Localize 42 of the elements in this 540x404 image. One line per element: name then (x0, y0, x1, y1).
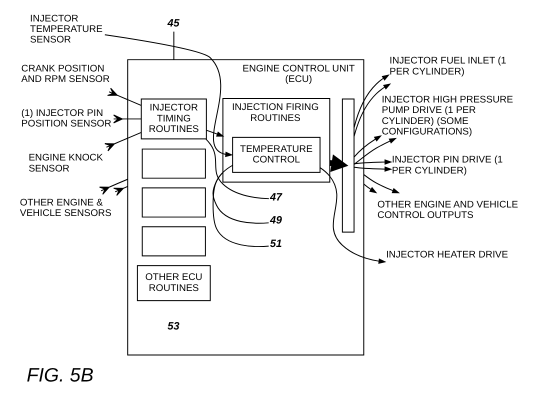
node-box (141, 148, 206, 179)
arrow (362, 183, 377, 194)
connector (212, 164, 269, 247)
node-text: 47 (270, 191, 282, 204)
node-text: OTHER ENGINE AND VEHICLE CONTROL OUTPUTS (376, 199, 518, 222)
arrow (206, 130, 224, 137)
connector (204, 138, 269, 200)
connector (106, 88, 142, 106)
connector (104, 132, 142, 152)
node-box (141, 187, 206, 218)
arrow (353, 74, 390, 128)
node-text: INJECTOR FUEL INLET (1 PER CYLINDER) (389, 56, 506, 78)
caption: FIG. 5B (26, 364, 94, 386)
node-text: INJECTOR HIGH PRESSURE PUMP DRIVE (1 PER CYLINDER) (SOME CONFIGURATIONS) (381, 94, 513, 138)
arrow (353, 135, 382, 158)
arrow (353, 83, 391, 137)
node-text: 51 (270, 238, 282, 250)
node-text: INJECTOR TEMPERATURE SENSOR (30, 13, 102, 46)
node-text: 49 (270, 214, 282, 227)
arrow (353, 166, 392, 172)
connector (112, 186, 128, 196)
node-text: ENGINE KNOCK SENSOR (28, 152, 103, 174)
arrow (353, 138, 396, 165)
node-box (141, 226, 206, 256)
node-text: INJECTOR PIN DRIVE (1 PER CYLINDER) (391, 154, 502, 176)
node-text: INJECTOR HEATER DRIVE (386, 249, 508, 260)
node-box: TEMPERATURE CONTROL (232, 136, 320, 173)
arrow (362, 174, 400, 194)
connector (172, 31, 174, 60)
node-bar (341, 98, 354, 233)
node-text: (1) INJECTOR PIN POSITION SENSOR (20, 108, 111, 130)
label: 53 (167, 320, 179, 333)
node-text: CRANK POSITION AND RPM SENSOR (20, 63, 110, 86)
arrow (319, 167, 386, 264)
node-box: INJECTOR TIMING ROUTINES (140, 98, 206, 140)
connector (112, 114, 142, 124)
node-text: 45 (167, 17, 179, 30)
node-box: OTHER ECU ROUTINES (136, 265, 210, 302)
connector (98, 178, 128, 195)
arrow (353, 159, 392, 165)
node-text: OTHER ENGINE & VEHICLE SENSORS (19, 197, 112, 220)
arrow (104, 34, 233, 158)
